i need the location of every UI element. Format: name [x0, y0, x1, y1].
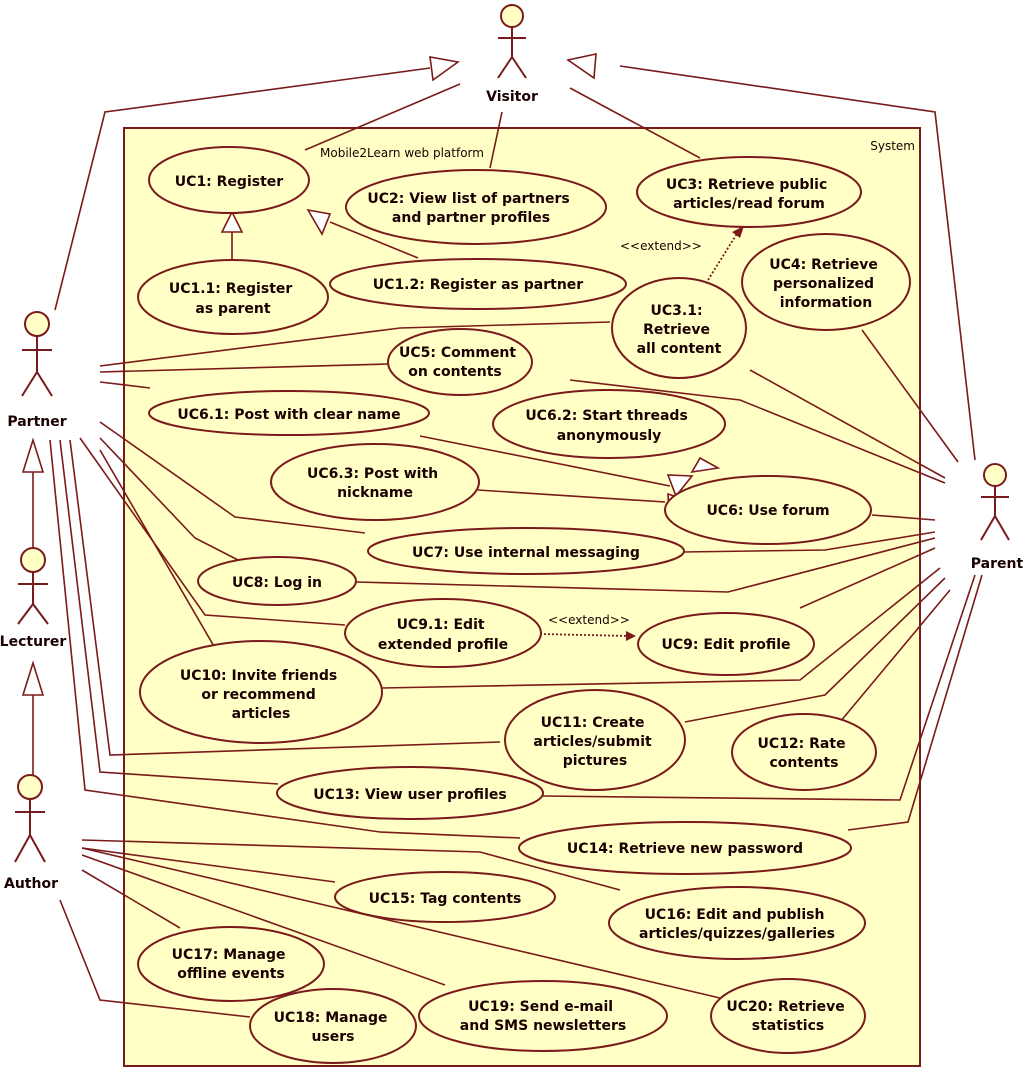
- actor-visitor-label: Visitor: [486, 89, 538, 105]
- uc3-1-ellipse: [611, 277, 747, 379]
- uc15-ellipse: [334, 871, 556, 923]
- uc4-label: UC4: Retrieve personalized information: [769, 257, 883, 311]
- uc13-ellipse: [276, 766, 544, 820]
- uc1-1-label: UC1.1: Register as parent: [169, 281, 297, 317]
- uc2-label: UC2: View list of partners and partner p…: [367, 191, 574, 226]
- uc8-label: UC8: Log in: [232, 575, 322, 591]
- actor-lecturer-label: Lecturer: [0, 634, 66, 650]
- uc4-ellipse: [741, 233, 911, 331]
- uc6-2-ellipse: [492, 389, 726, 459]
- use-cases: [137, 146, 911, 1064]
- uc1-2-ellipse: [329, 258, 627, 310]
- uc3-ellipse: [636, 156, 862, 228]
- uc16-label: UC16: Edit and publish articles/quizzes/…: [639, 907, 835, 942]
- uc5-ellipse: [387, 328, 533, 396]
- extend-label-uc3: <<extend>>: [620, 239, 702, 253]
- uc8-ellipse: [197, 556, 357, 606]
- uc9-1-ellipse: [344, 598, 542, 668]
- associations: [32, 65, 983, 1018]
- uc5-label: UC5: Comment on contents: [399, 345, 521, 380]
- actor-parent-label: Parent: [971, 556, 1024, 572]
- actor-partner: Partner: [7, 311, 67, 430]
- actor-author: Author: [4, 774, 58, 892]
- uc7-ellipse: [367, 527, 685, 575]
- uc19-ellipse: [418, 980, 668, 1052]
- uc1-2-label: UC1.2: Register as partner: [373, 277, 583, 293]
- uc16-ellipse: [608, 886, 866, 960]
- uc19-label: UC19: Send e-mail and SMS newsletters: [460, 999, 626, 1034]
- actor-parent: Parent: [971, 463, 1024, 572]
- actor-visitor: Visitor: [486, 4, 538, 105]
- uc10-ellipse: [139, 640, 383, 744]
- uc1-label: UC1: Register: [175, 174, 283, 190]
- uc6-2-label: UC6.2: Start threads anonymously: [525, 408, 692, 444]
- system-label: System: [870, 139, 915, 153]
- uc12-ellipse: [731, 713, 877, 791]
- uc6-1-label: UC6.1: Post with clear name: [177, 407, 400, 423]
- uc11-ellipse: [504, 689, 686, 791]
- uc6-3-label: UC6.3: Post with nickname: [307, 466, 443, 501]
- uc14-label: UC14: Retrieve new password: [567, 841, 803, 857]
- uc9-label: UC9: Edit profile: [661, 637, 790, 653]
- uc12-label: UC12: Rate contents: [758, 736, 851, 771]
- actor-partner-label: Partner: [7, 414, 66, 430]
- uc9-ellipse: [637, 612, 815, 676]
- uc6-ellipse: [664, 475, 872, 545]
- uc17-ellipse: [137, 926, 325, 1002]
- actor-author-label: Author: [4, 876, 58, 892]
- extend-label-uc9: <<extend>>: [548, 613, 630, 627]
- uc6-label: UC6: Use forum: [706, 503, 829, 519]
- uc20-ellipse: [710, 978, 866, 1054]
- platform-label: Mobile2Learn web platform: [320, 146, 484, 160]
- uc3-1-label: UC3.1: Retrieve all content: [637, 303, 722, 357]
- use-case-labels: UC1: Register UC1.1: Register as parent …: [169, 174, 883, 1045]
- uc17-label: UC17: Manage offline events: [172, 947, 291, 982]
- actor-lecturer: Lecturer: [0, 547, 66, 650]
- generalization-arrows: [21, 52, 721, 696]
- uc7-label: UC7: Use internal messaging: [412, 545, 640, 561]
- uc9-1-label: UC9.1: Edit extended profile: [378, 617, 508, 653]
- uc18-ellipse: [249, 988, 417, 1064]
- uc3-label: UC3: Retrieve public articles/read forum: [666, 177, 832, 212]
- extend-dependencies: [539, 226, 744, 641]
- uc10-label: UC10: Invite friends or recommend articl…: [180, 668, 342, 722]
- uc18-label: UC18: Manage users: [274, 1010, 393, 1045]
- uc2-ellipse: [345, 169, 607, 245]
- uc1-1-ellipse: [137, 259, 329, 335]
- uc20-label: UC20: Retrieve statistics: [726, 999, 849, 1034]
- uc6-3-ellipse: [270, 443, 480, 521]
- uc6-1-ellipse: [148, 390, 430, 436]
- uc11-label: UC11: Create articles/submit pictures: [533, 715, 656, 769]
- uc15-label: UC15: Tag contents: [369, 891, 522, 907]
- uc13-label: UC13: View user profiles: [313, 787, 506, 803]
- uc14-ellipse: [518, 821, 852, 875]
- uc1-ellipse: [148, 146, 310, 214]
